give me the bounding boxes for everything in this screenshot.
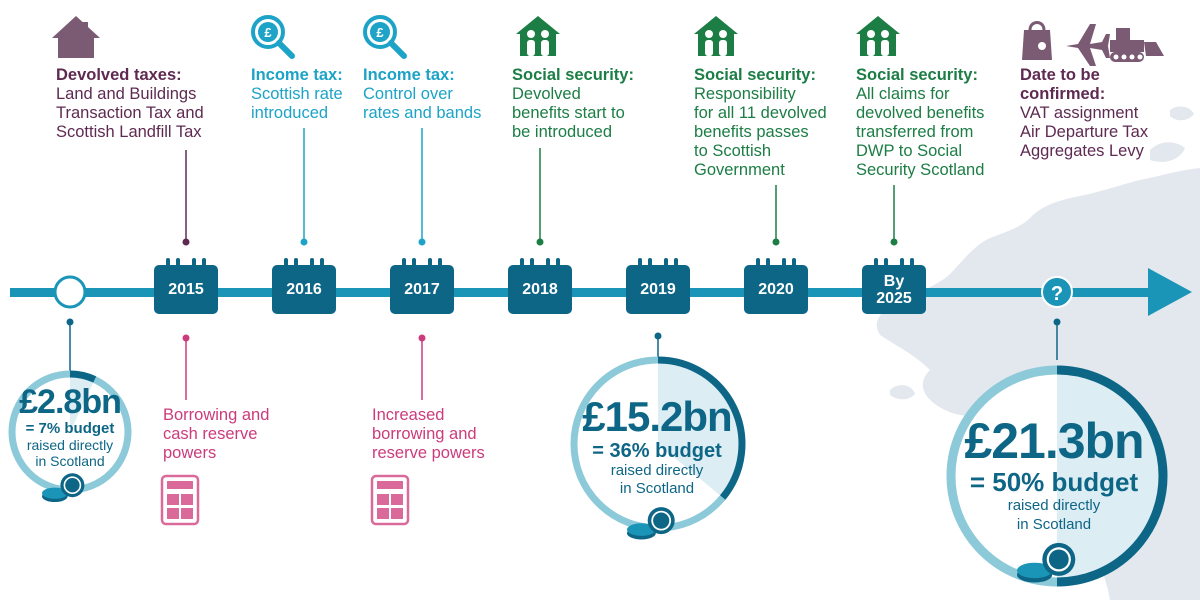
- connector-dot: [1053, 318, 1061, 326]
- calendar-2016: 2016: [272, 258, 336, 314]
- event-date-to-be-confirmed: Date to be confirmed: VAT assignment Air…: [1020, 66, 1190, 161]
- connector-dot: [890, 238, 898, 246]
- event-body: Responsibility for all 11 devolved benef…: [694, 85, 827, 179]
- budget-future: £21.3bn = 50% budget raised directly in …: [946, 414, 1162, 534]
- calendar-year-label: 2016: [286, 281, 322, 298]
- people-house-icon: [694, 16, 738, 56]
- event-heading: Devolved taxes:: [56, 66, 182, 84]
- budget-share-wedge: [70, 373, 95, 432]
- bulldozer-icon: [1110, 28, 1164, 62]
- calendar-2017: 2017: [390, 258, 454, 314]
- budget-share: = 36% budget: [592, 440, 722, 462]
- people-house-icon: [856, 16, 900, 56]
- connector-dot: [654, 332, 662, 340]
- event-heading: Social security:: [694, 66, 816, 84]
- calendar-by-2025: By 2025: [862, 258, 926, 314]
- budget-share-wedge: [658, 360, 742, 498]
- event-heading: Date to be confirmed:: [1020, 66, 1106, 103]
- budget-share-wedge: [1057, 370, 1163, 582]
- timeline-start-circle: [53, 275, 87, 309]
- timeline-bar: [10, 288, 1150, 297]
- budget-note: raised directly in Scotland: [1007, 497, 1101, 533]
- svg-text:£: £: [264, 25, 272, 40]
- calculator-icon: [370, 474, 410, 526]
- svg-text:£: £: [376, 25, 384, 40]
- connector-dot: [536, 238, 544, 246]
- budget-share: = 50% budget: [969, 467, 1139, 497]
- budget-value: £21.3bn: [964, 413, 1144, 469]
- coins-icon: [627, 507, 675, 540]
- timeline-arrowhead: [1148, 268, 1192, 316]
- calendar-year-label: 2019: [640, 281, 676, 298]
- calendar-2020: 2020: [744, 258, 808, 314]
- event-body: Control over rates and bands: [363, 85, 482, 122]
- budget-2019: £15.2bn = 36% budget raised directly in …: [572, 394, 742, 498]
- budget-value: £2.8bn: [19, 383, 122, 421]
- calendar-year-label: By 2025: [876, 272, 912, 307]
- connector-dot: [418, 334, 426, 342]
- timeline-future-circle: [1041, 276, 1073, 308]
- event-social-security-2025: Social security: All claims for devolved…: [856, 66, 1006, 180]
- budget-share-arc: [69, 370, 97, 383]
- calendar-year-label: 2015: [168, 281, 204, 298]
- budget-note: raised directly in Scotland: [26, 437, 114, 469]
- event-income-tax-2017: Income tax: Control over rates and bands: [363, 66, 503, 123]
- event-body: Scottish rate introduced: [251, 85, 343, 122]
- connector-lines: [66, 128, 1061, 400]
- event-body: Land and Buildings Transaction Tax and S…: [56, 85, 204, 141]
- connector-dot: [772, 238, 780, 246]
- event-body: Borrowing and cash reserve powers: [163, 406, 270, 462]
- airplane-icon: [1066, 24, 1110, 66]
- event-heading: Income tax:: [251, 66, 343, 84]
- calendar-2019: 2019: [626, 258, 690, 314]
- shopping-bag-icon: [1022, 21, 1052, 60]
- event-borrowing-2017: Increased borrowing and reserve powers: [372, 406, 512, 463]
- calendar-year-label: 2018: [522, 281, 558, 298]
- calendar-2015: 2015: [154, 258, 218, 314]
- magnifier-pound-icon: £: [251, 15, 295, 59]
- calendar-year-label: 2020: [758, 281, 794, 298]
- event-income-tax-2016: Income tax: Scottish rate introduced: [251, 66, 366, 123]
- calendar-year-label: 2017: [404, 281, 440, 298]
- budget-share-arc: [657, 356, 746, 500]
- connector-dot: [66, 318, 74, 326]
- event-borrowing-2015: Borrowing and cash reserve powers: [163, 406, 303, 463]
- connector-dot: [300, 238, 308, 246]
- magnifier-pound-icon: £: [363, 15, 407, 59]
- event-social-security-2020: Social security: Responsibility for all …: [694, 66, 849, 180]
- calculator-icon: [160, 474, 200, 526]
- future-marker: ?: [1050, 283, 1064, 305]
- budget-rings: [8, 356, 1168, 587]
- event-body: All claims for devolved benefits transfe…: [856, 85, 985, 179]
- event-social-security-2018: Social security: Devolved benefits start…: [512, 66, 652, 142]
- event-body: Increased borrowing and reserve powers: [372, 406, 485, 462]
- calendar-2018: 2018: [508, 258, 572, 314]
- event-devolved-taxes: Devolved taxes: Land and Buildings Trans…: [56, 66, 256, 142]
- event-heading: Income tax:: [363, 66, 455, 84]
- coins-icon: [42, 473, 85, 502]
- connector-dot: [418, 238, 426, 246]
- connector-dot: [182, 334, 190, 342]
- event-body: Devolved benefits start to be introduced: [512, 85, 625, 141]
- connector-dot: [182, 238, 190, 246]
- event-body: VAT assignment Air Departure Tax Aggrega…: [1020, 104, 1149, 160]
- budget-2015: £2.8bn = 7% budget raised directly in Sc…: [10, 384, 130, 469]
- people-house-icon: [516, 16, 560, 56]
- event-heading: Social security:: [856, 66, 978, 84]
- budget-share: = 7% budget: [25, 420, 115, 437]
- event-heading: Social security:: [512, 66, 634, 84]
- budget-share-arc: [1056, 365, 1168, 587]
- budget-note: raised directly in Scotland: [610, 462, 704, 497]
- budget-value: £15.2bn: [582, 393, 732, 440]
- coins-icon: [1017, 542, 1076, 583]
- house-icon: [52, 16, 100, 58]
